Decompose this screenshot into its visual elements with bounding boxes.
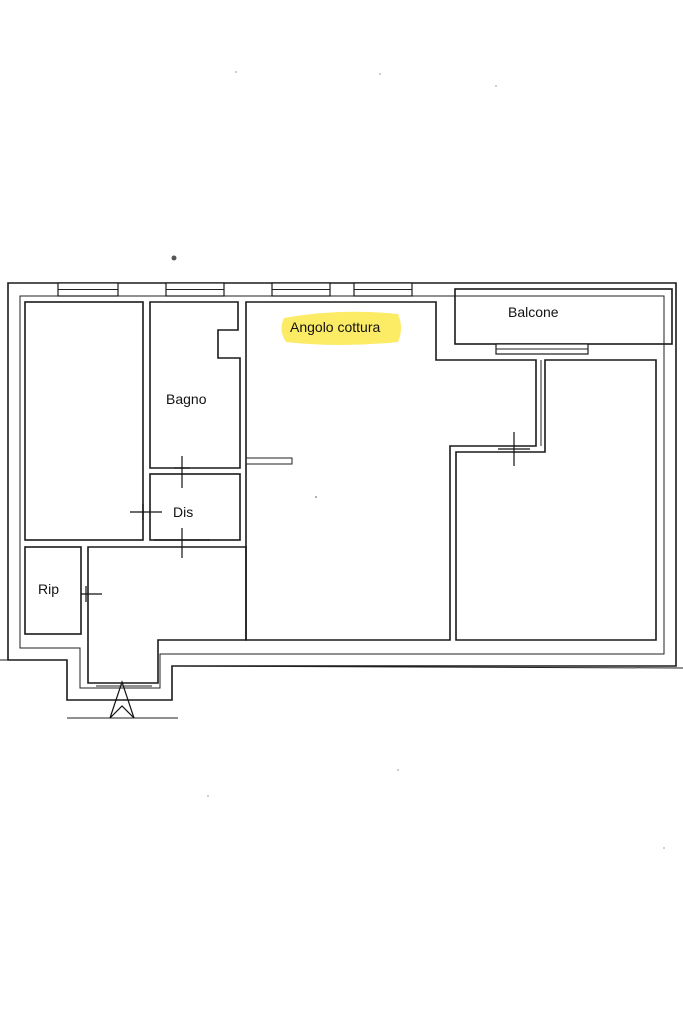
- room-bathroom: [149, 301, 241, 469]
- balcony-window: [495, 343, 589, 355]
- room-storage: [24, 546, 82, 635]
- kitchen-counter: [245, 457, 293, 465]
- label-rip: Rip: [38, 581, 59, 597]
- room-closet: [149, 473, 241, 541]
- label-bagno: Bagno: [166, 391, 207, 407]
- top-windows: [57, 282, 413, 297]
- scan-specks: [171, 71, 665, 849]
- door-right-room: [498, 360, 542, 466]
- door-closet: [154, 528, 210, 558]
- door-left-room: [130, 504, 162, 520]
- label-balcone: Balcone: [508, 304, 559, 320]
- room-right: [455, 359, 657, 641]
- room-kitchen-living: [245, 301, 537, 641]
- label-angolo-cottura: Angolo cottura: [290, 319, 380, 335]
- highlight-marker: [281, 311, 401, 345]
- label-dis: Dis: [173, 504, 193, 520]
- entry-hall: [87, 546, 247, 684]
- outer-walls: [0, 282, 683, 719]
- room-left: [24, 301, 144, 541]
- door-storage: [81, 586, 102, 602]
- entrance-arrow: [96, 680, 152, 719]
- door-bathroom: [174, 456, 190, 488]
- balcony: [454, 288, 673, 345]
